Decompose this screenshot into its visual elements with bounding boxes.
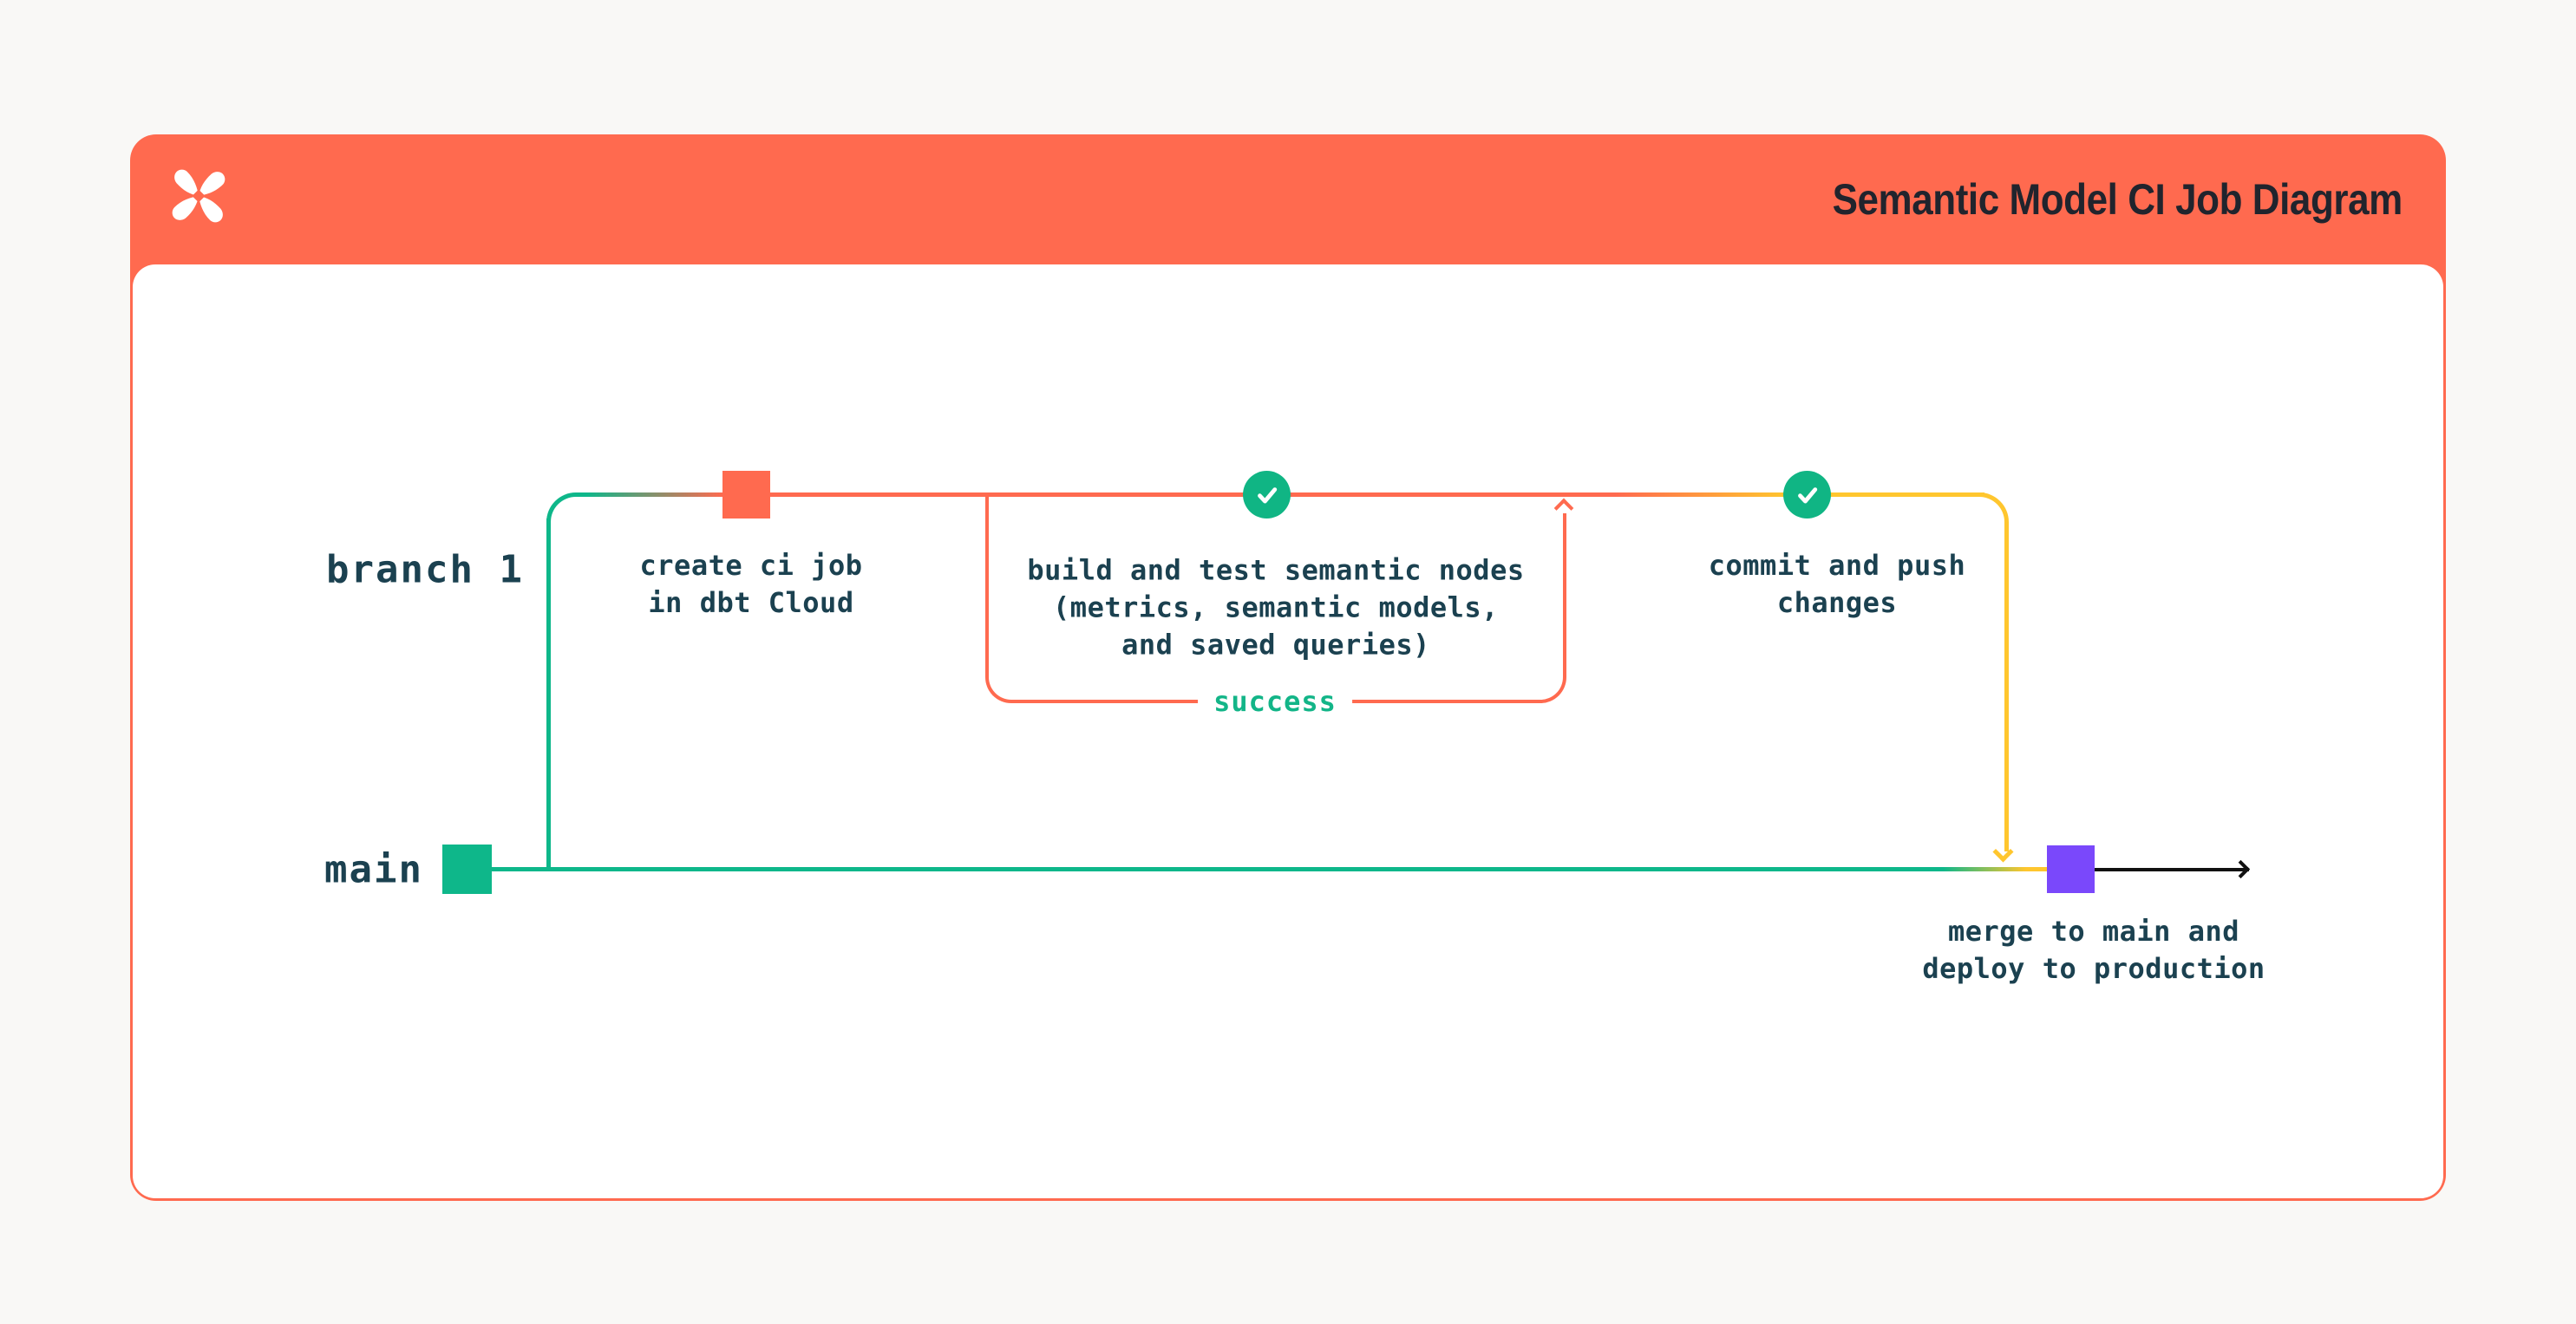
merge-commit-marker (2047, 845, 2095, 893)
main-line-gradient (1943, 867, 2026, 871)
create-ci-commit-marker (722, 471, 770, 519)
dbt-logo-icon (163, 160, 234, 232)
main-line-yellow (2026, 867, 2049, 871)
branch-line-gradient-green-orange (586, 492, 723, 497)
main-start-commit-marker (442, 845, 492, 894)
page-title: Semantic Model CI Job Diagram (1832, 175, 2403, 224)
build-and-test-label: build and test semantic nodes (metrics, … (1027, 553, 1525, 662)
merge-and-deploy-label: merge to main and deploy to production (1922, 915, 2265, 985)
success-loop-left (985, 497, 989, 676)
diagram-card: Semantic Model CI Job Diagram (130, 134, 2446, 1201)
branch-line-yellow (1787, 492, 1984, 497)
main-continue-line (2095, 868, 2249, 871)
create-ci-job-label: create ci job in dbt Cloud (639, 549, 863, 619)
branch-corner-top-right (1967, 492, 2009, 534)
success-label: success (1198, 685, 1352, 718)
build-test-check-icon (1243, 471, 1291, 519)
branch-line-gradient-orange-yellow (1615, 492, 1788, 497)
commit-push-check-icon (1783, 471, 1831, 519)
main-line (492, 867, 1943, 871)
merge-down-line (2004, 532, 2009, 851)
main-label: main (324, 847, 423, 892)
branch-label: branch 1 (326, 547, 524, 592)
branch-fork-line (546, 519, 551, 869)
branch-line-orange (722, 492, 1615, 497)
diagram-body (133, 264, 2443, 1198)
commit-and-push-label: commit and push changes (1708, 549, 1966, 619)
branch-corner-top-left (546, 492, 588, 534)
success-loop-right (1563, 513, 1566, 675)
